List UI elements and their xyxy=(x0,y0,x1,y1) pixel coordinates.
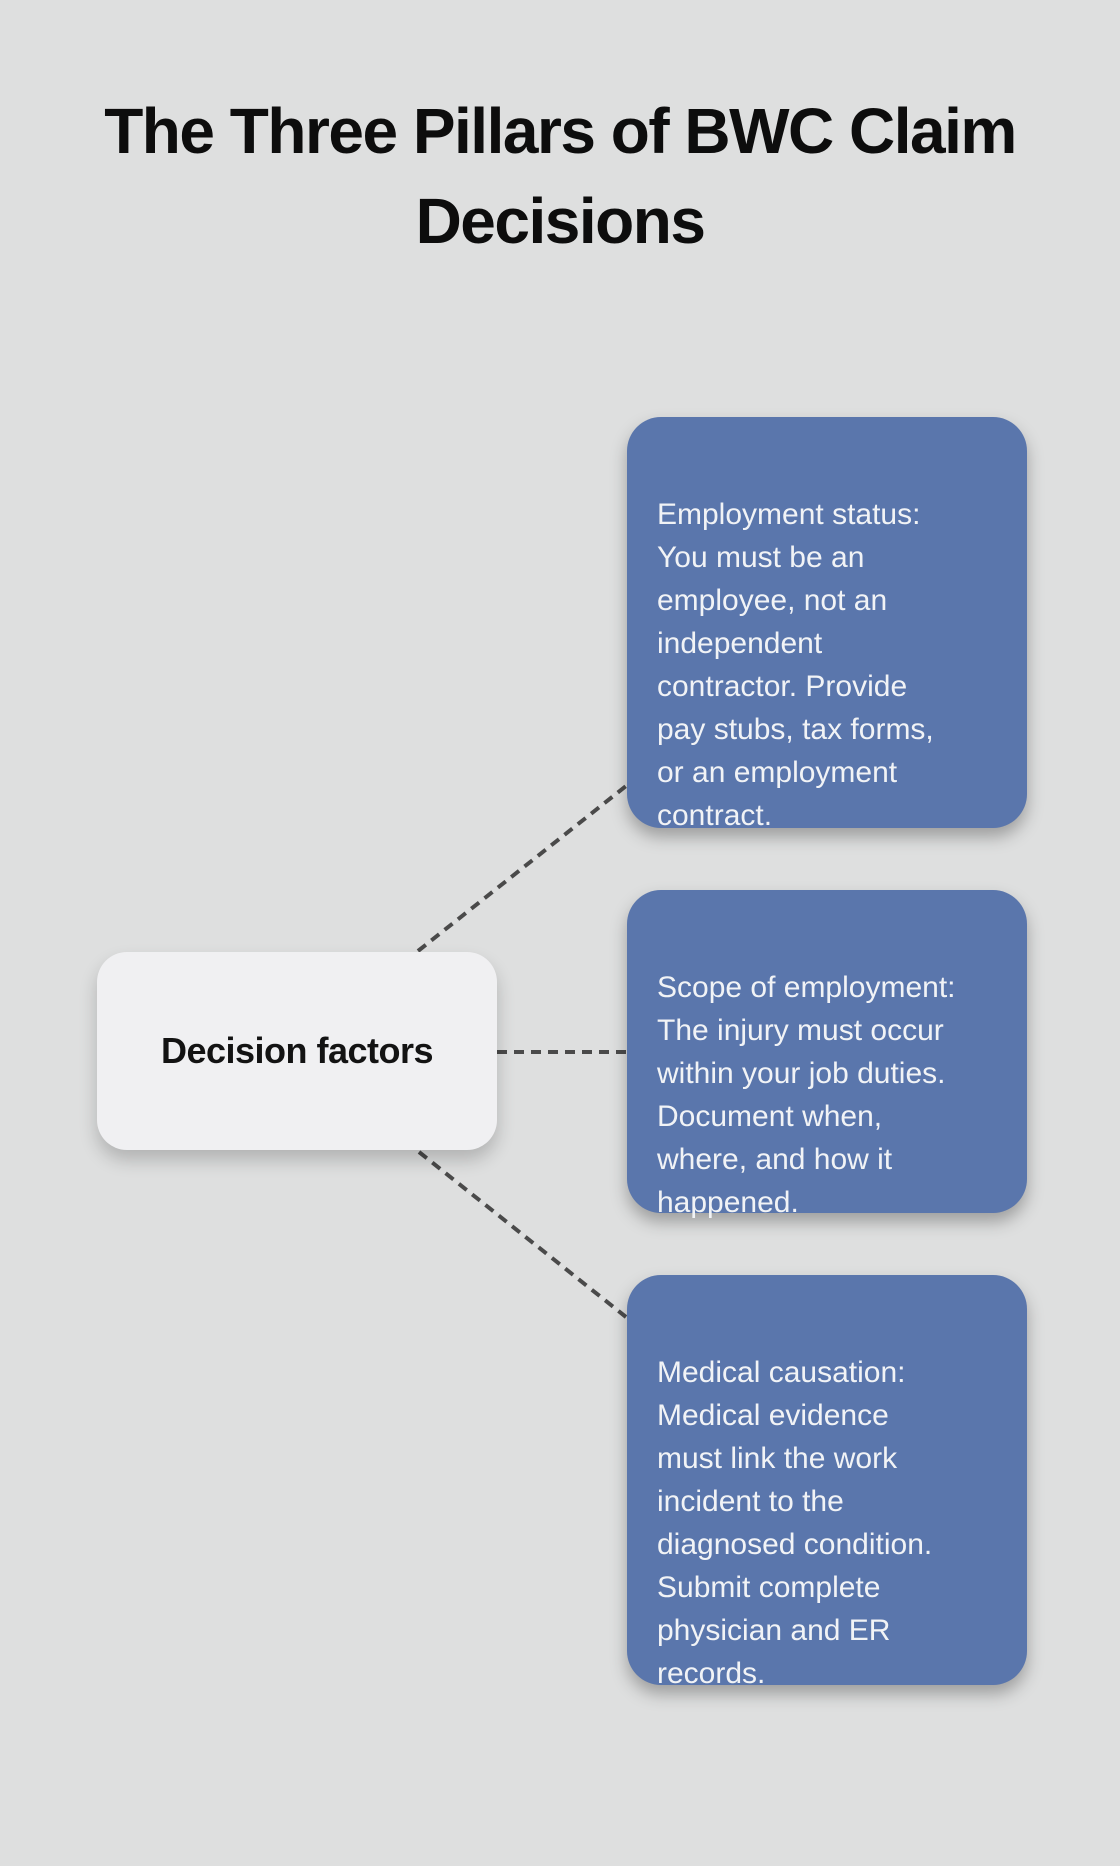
branch-scope-of-employment[interactable]: Scope of employment: The injury must occ… xyxy=(627,890,1027,1219)
decision-factors-node[interactable]: Decision factors xyxy=(97,952,497,1150)
decision-factors-label: Decision factors xyxy=(160,1030,434,1071)
branch-scope-of-employment-text: Scope of employment: The injury must occ… xyxy=(657,971,956,1219)
branch-medical-causation-text: Medical causation: Medical evidence must… xyxy=(657,1356,933,1690)
branch-employment-status-text: Employment status: You must be an employ… xyxy=(657,498,934,832)
connector-employment-status xyxy=(416,784,628,953)
branch-medical-causation[interactable]: Medical causation: Medical evidence must… xyxy=(627,1275,1027,1690)
connector-medical-causation xyxy=(417,1150,628,1319)
page-title: The Three Pillars of BWC Claim Decisions xyxy=(104,95,1017,257)
branch-employment-status[interactable]: Employment status: You must be an employ… xyxy=(627,417,1027,832)
